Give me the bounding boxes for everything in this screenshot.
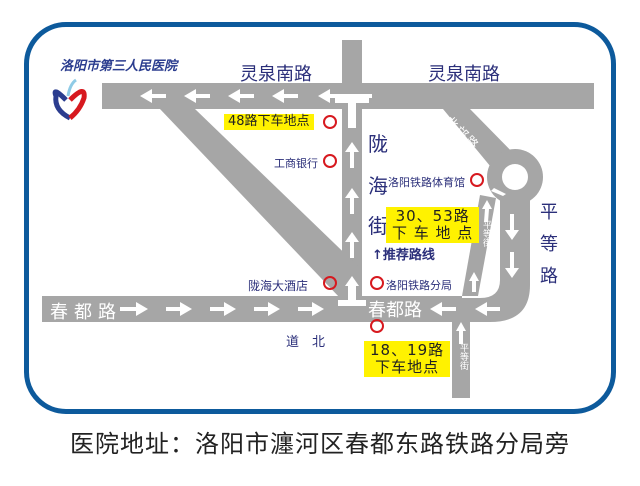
road-label-pingdeng-2: 等: [540, 234, 558, 255]
bus-stop-18-19: 18、19路 下车地点: [364, 341, 451, 377]
road-chundu: [42, 296, 462, 322]
bus-stop-18-19-text: 下车地点: [375, 358, 440, 376]
area-label-daobei: 道 北: [286, 335, 326, 350]
road-label-pingdeng-street-upper: 平等街: [481, 220, 491, 247]
marker-bureau: [370, 276, 384, 290]
up-arrow-icon: ↑: [372, 248, 383, 263]
road-label-chundu-west: 春都路: [50, 302, 122, 323]
bus-stop-18-19-routes: 18、19路: [370, 341, 445, 359]
legend-recommended-route: ↑推荐路线: [372, 244, 435, 263]
bus-stop-48: 48路下车地点: [224, 114, 314, 130]
hospital-name: 洛阳市第三人民医院: [60, 59, 178, 74]
road-label-longhai-1: 陇: [368, 132, 388, 156]
road-label-pingdeng-street-lower: 平等街: [458, 343, 468, 370]
road-label-longhai-2: 海: [368, 174, 388, 198]
road-diagonal: [160, 109, 362, 298]
road-label-lingquan-left: 灵泉南路: [240, 64, 312, 85]
marker-18-19: [370, 319, 384, 333]
road-pingdeng-street-lower: [452, 318, 470, 398]
road-label-lingquan-right: 灵泉南路: [428, 64, 500, 85]
heart-logo-icon: [56, 80, 88, 120]
marker-stadium: [470, 173, 484, 187]
road-longhai-street: [342, 40, 362, 312]
landmark-icbc: 工商银行: [274, 157, 318, 170]
bus-stop-30-53: 30、53路 下 车 地 点: [386, 207, 480, 243]
marker-icbc: [323, 154, 337, 168]
road-label-pingdeng-1: 平: [540, 202, 558, 223]
road-label-pingdeng-3: 路: [540, 266, 558, 287]
road-label-chundu-east: 春都路: [368, 300, 422, 321]
hospital-address: 医院地址：洛阳市瀍河区春都东路铁路分局旁: [70, 430, 570, 458]
bus-stop-30-53-routes: 30、53路: [395, 207, 470, 225]
bus-stop-30-53-text: 下 车 地 点: [392, 224, 474, 242]
marker-hotel: [323, 276, 337, 290]
heart-logo-icon: [52, 78, 87, 121]
landmark-railway-bureau: 洛阳铁路分局: [386, 279, 452, 292]
road-label-longhai-3: 街: [368, 214, 388, 238]
landmark-stadium: 洛阳铁路体育馆: [388, 176, 465, 189]
landmark-longhai-hotel: 陇海大酒店: [248, 279, 309, 293]
legend-label: 推荐路线: [382, 248, 435, 263]
marker-48: [323, 115, 337, 129]
